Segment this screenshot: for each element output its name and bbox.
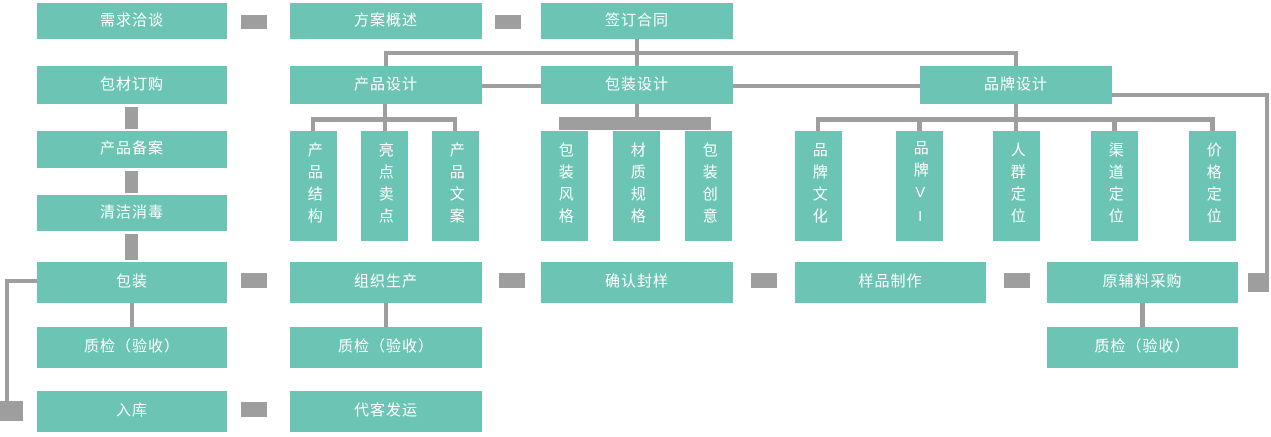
packing-left-line-h [5, 279, 37, 283]
brand-children-rail [816, 117, 1215, 122]
rail-drop-product-design [384, 53, 388, 66]
stub-demand-to-plan [241, 15, 267, 29]
node-material-specs: 材质规格 [613, 131, 660, 241]
node-plan-overview: 方案概述 [290, 3, 482, 39]
stub-production-to-sealed-sample [499, 273, 525, 288]
brand-right-line-h [1112, 93, 1269, 97]
node-packaging-creativity: 包装创意 [685, 131, 732, 241]
node-channel-positioning: 渠道定位 [1091, 131, 1138, 241]
stub-plan-to-contract [495, 15, 521, 29]
product-children-rail [311, 117, 457, 122]
cap-raw-materials-right [1248, 273, 1269, 292]
node-product-filing: 产品备案 [37, 131, 227, 168]
drop-price-positioning [1210, 120, 1215, 131]
node-product-structure: 产品结构 [290, 131, 337, 241]
stub-order-to-filing [125, 107, 138, 129]
node-cleaning-disinfection: 清洁消毒 [37, 195, 227, 231]
row2-top-rail [384, 51, 1018, 55]
drop-product-copywriting [453, 120, 457, 131]
packaging-children-bar [559, 117, 711, 130]
node-highlight-selling-points: 亮点卖点 [361, 131, 408, 241]
node-brand-vi: 品牌VI [896, 131, 943, 241]
link-product-to-packaging-design [482, 84, 541, 88]
production-qc-line [384, 303, 388, 327]
node-brand-culture: 品牌文化 [795, 131, 842, 241]
brand-right-line-v [1265, 93, 1269, 277]
node-product-copywriting: 产品文案 [432, 131, 479, 241]
stub-warehousing-to-shipping [241, 402, 267, 417]
link-packaging-to-brand-design [733, 84, 920, 88]
node-packaging-material-order: 包材订购 [37, 66, 227, 104]
node-contract-signing: 签订合同 [541, 3, 733, 39]
drop-channel-positioning [1112, 120, 1117, 131]
node-qc-acceptance-3: 质检（验收） [1047, 327, 1238, 368]
stub-cleaning-to-packing [125, 234, 138, 260]
node-packaging-style: 包装风格 [541, 131, 588, 241]
node-price-positioning: 价格定位 [1189, 131, 1236, 241]
stub-packing-to-production [241, 273, 267, 288]
drop-brand-vi [917, 120, 922, 131]
stub-filing-to-cleaning [125, 171, 138, 193]
drop-product-structure [311, 120, 315, 131]
node-organize-production: 组织生产 [290, 262, 482, 303]
node-packaging-design: 包装设计 [541, 66, 733, 104]
raw-materials-qc-line [1140, 303, 1145, 327]
packing-qc-line [130, 303, 134, 327]
node-product-design: 产品设计 [290, 66, 482, 104]
cap-warehousing-left [0, 401, 23, 421]
drop-brand-culture [816, 120, 820, 131]
rail-drop-brand-design [1014, 53, 1018, 66]
node-consignment-shipping: 代客发运 [290, 391, 482, 432]
node-qc-acceptance-1: 质检（验收） [37, 327, 227, 368]
stub-sealed-sample-to-sample [751, 273, 777, 288]
node-brand-design: 品牌设计 [920, 66, 1112, 104]
node-audience-positioning: 人群定位 [993, 131, 1040, 241]
node-packing: 包装 [37, 262, 227, 303]
node-demand-negotiation: 需求洽谈 [37, 3, 227, 39]
node-raw-materials-procurement: 原辅料采购 [1047, 262, 1238, 303]
node-qc-acceptance-2: 质检（验收） [290, 327, 482, 368]
node-warehousing: 入库 [37, 391, 227, 432]
stub-sample-to-raw-materials [1004, 273, 1030, 288]
packaging-design-down [635, 104, 639, 117]
node-sealed-sample-confirmation: 确认封样 [541, 262, 733, 303]
node-sample-production: 样品制作 [795, 262, 986, 303]
packing-left-line-v [5, 279, 9, 405]
